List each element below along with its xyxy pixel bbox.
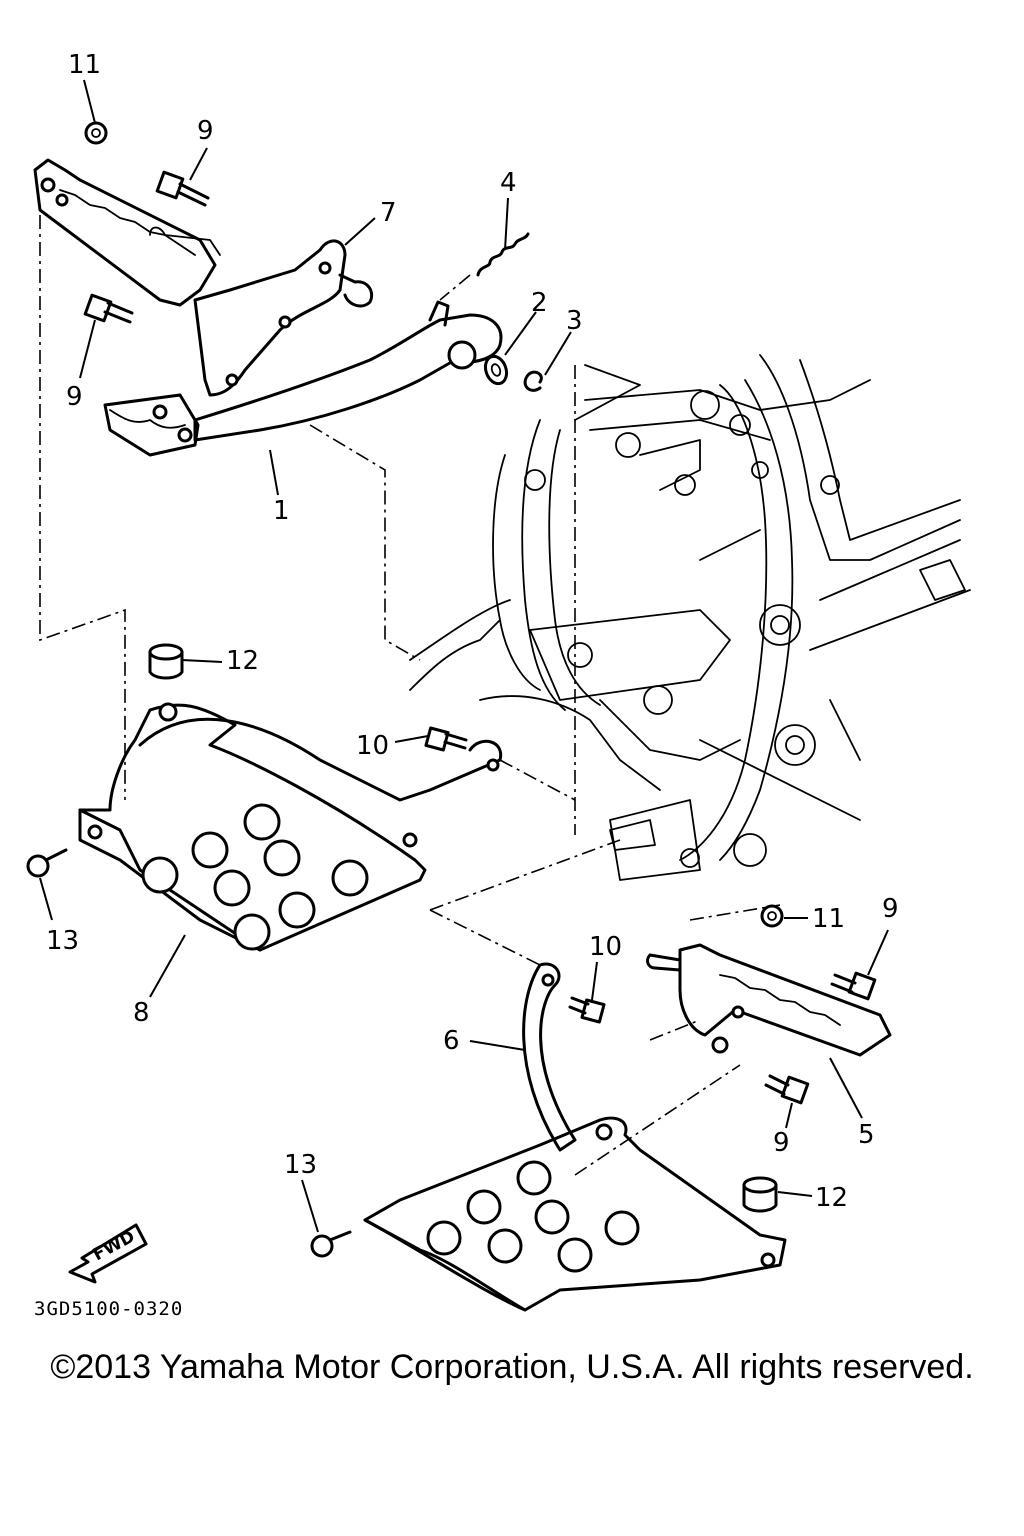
callout-7: 7 <box>380 198 397 228</box>
callout-5: 5 <box>858 1120 875 1150</box>
brake-pedal <box>103 300 503 457</box>
grommet-12-upper <box>148 643 184 680</box>
callout-10: 10 <box>589 932 623 962</box>
spring-4 <box>476 232 530 277</box>
nut-11-upper <box>84 121 108 145</box>
bolt-9-right <box>830 971 877 1001</box>
callout-3: 3 <box>566 306 583 336</box>
bolt-9-lower <box>83 293 134 324</box>
nut-11-lower <box>760 904 784 928</box>
fwd-arrow-icon <box>68 1223 148 1284</box>
callout-9: 9 <box>66 382 83 412</box>
footrest-bracket-left <box>193 239 374 397</box>
callout-4: 4 <box>500 168 517 198</box>
callout-13: 13 <box>46 926 80 956</box>
callout-1: 1 <box>273 496 290 526</box>
skid-plate-lower <box>363 962 787 1312</box>
callout-8: 8 <box>133 998 150 1028</box>
callout-6: 6 <box>443 1026 460 1056</box>
callout-13: 13 <box>284 1150 318 1180</box>
screw-13-upper <box>26 848 68 878</box>
circlip-3 <box>523 370 543 392</box>
callout-2: 2 <box>531 288 548 318</box>
vehicle-frame <box>409 354 971 881</box>
bolt-9-lower-right <box>764 1074 810 1105</box>
drawing-code: 3GD5100-0320 <box>34 1298 184 1320</box>
callout-9: 9 <box>773 1128 790 1158</box>
bolt-9-upper <box>155 170 210 207</box>
callout-12: 12 <box>815 1183 849 1213</box>
callout-12: 12 <box>226 646 260 676</box>
alignment-lines <box>39 215 781 1176</box>
washer-2 <box>483 354 509 386</box>
callout-9: 9 <box>197 116 214 146</box>
screw-13-lower <box>310 1230 352 1258</box>
bolt-10-lower <box>568 996 606 1024</box>
footrest-left <box>33 158 221 307</box>
footrest-right <box>646 943 892 1057</box>
callout-9: 9 <box>882 894 899 924</box>
grommet-12-lower <box>742 1176 778 1213</box>
copyright-notice: ©2013 Yamaha Motor Corporation, U.S.A. A… <box>50 1348 974 1386</box>
leader-lines <box>39 79 889 1233</box>
skid-plate-upper <box>78 702 503 952</box>
bolt-10-upper <box>424 726 468 752</box>
callout-11: 11 <box>68 50 102 80</box>
callout-10: 10 <box>356 731 390 761</box>
callout-11: 11 <box>812 904 846 934</box>
